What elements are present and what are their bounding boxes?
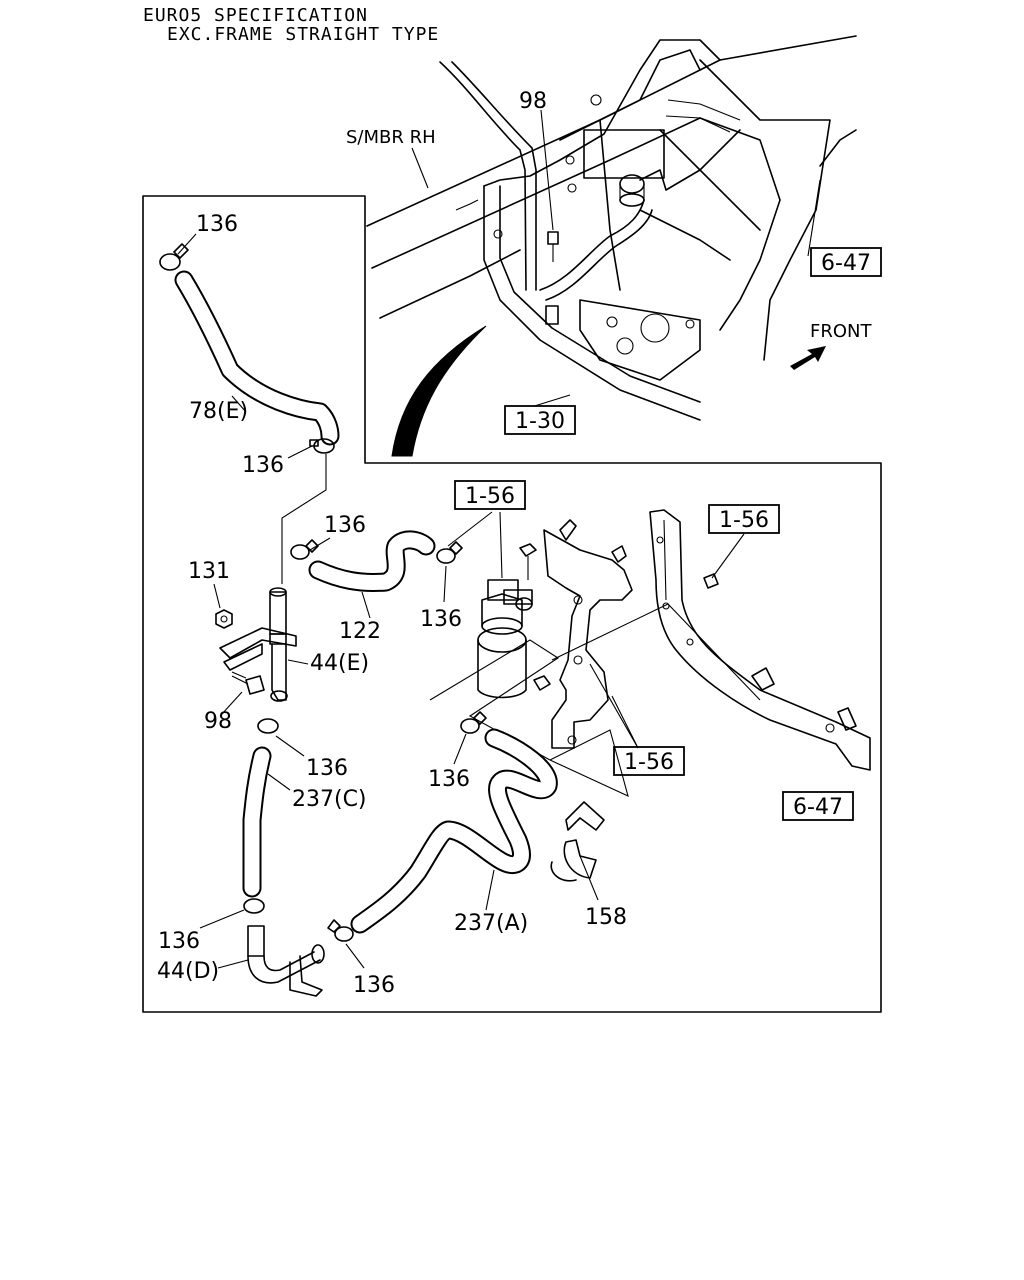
callout-136-d: 136 xyxy=(420,607,462,632)
callout-122: 122 xyxy=(339,619,381,644)
header-line-1: EURO5 SPECIFICATION xyxy=(143,5,368,26)
ref-box-1-56-c xyxy=(613,746,685,776)
callout-78e: 78(E) xyxy=(189,399,248,424)
callout-136-b: 136 xyxy=(242,453,284,478)
callout-44d: 44(D) xyxy=(157,959,219,984)
ref-1-30: 1-30 xyxy=(515,409,565,434)
callout-136-g: 136 xyxy=(158,929,200,954)
callout-136-a: 136 xyxy=(196,212,238,237)
detail-inset-border xyxy=(142,195,882,1013)
ref-box-6-47-top xyxy=(810,247,882,277)
front-label: FRONT xyxy=(810,321,872,342)
header-line-2: EXC.FRAME STRAIGHT TYPE xyxy=(167,24,439,45)
callout-237c: 237(C) xyxy=(292,787,367,812)
front-arrow-icon xyxy=(790,346,826,370)
callout-237a: 237(A) xyxy=(454,911,528,936)
callout-leaders xyxy=(177,233,745,969)
ref-6-47-top: 6-47 xyxy=(821,251,871,276)
callout-136-e: 136 xyxy=(306,756,348,781)
side-member-label: S/MBR RH xyxy=(346,127,436,148)
callout-98-top: 98 xyxy=(519,89,547,114)
ref-box-1-56-a xyxy=(454,480,526,510)
callout-158: 158 xyxy=(585,905,627,930)
ref-1-56-b: 1-56 xyxy=(719,508,769,533)
callout-131: 131 xyxy=(188,559,230,584)
ref-box-1-30 xyxy=(504,405,576,435)
ref-1-56-c: 1-56 xyxy=(624,750,674,775)
callout-136-f: 136 xyxy=(428,767,470,792)
callout-136-h: 136 xyxy=(353,973,395,998)
ref-box-6-47-bottom xyxy=(782,791,854,821)
callout-136-c: 136 xyxy=(324,513,366,538)
ref-box-1-56-b xyxy=(708,504,780,534)
callout-98-b: 98 xyxy=(204,709,232,734)
ref-6-47-bottom: 6-47 xyxy=(793,795,843,820)
callout-44e: 44(E) xyxy=(310,651,369,676)
ref-1-56-a: 1-56 xyxy=(465,484,515,509)
detail-parts xyxy=(159,243,871,997)
frame-illustration xyxy=(366,35,857,457)
